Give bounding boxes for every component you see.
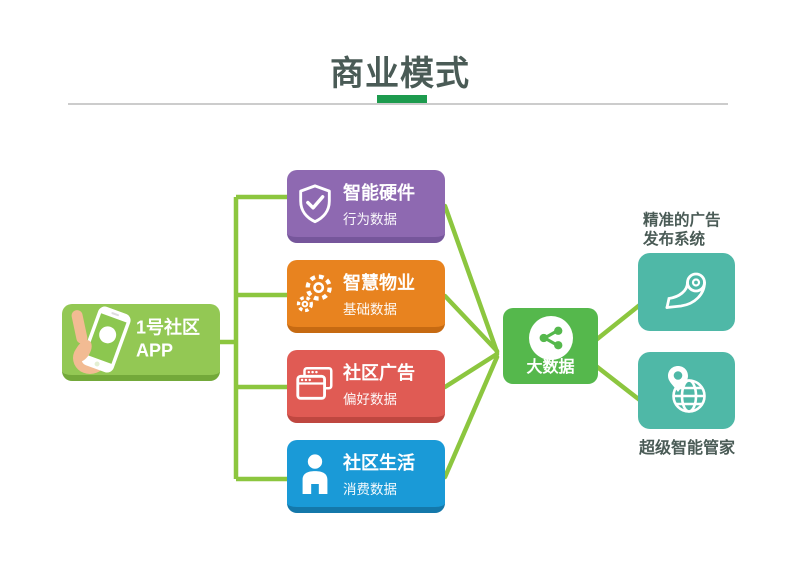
app-source-label-line1: 1号社区 xyxy=(136,317,201,338)
output-box-ad-system xyxy=(638,253,735,331)
data-box-title: 社区生活 xyxy=(343,453,415,473)
hand-holding-phone-icon xyxy=(71,306,131,374)
big-data-box: 大数据 xyxy=(503,308,598,384)
app-source-box: 1号社区 APP xyxy=(62,304,220,381)
paper-roll-icon xyxy=(665,272,706,309)
output-line-bottom xyxy=(593,363,644,404)
output-label-smart-butler: 超级智能管家 xyxy=(638,440,735,457)
output-label-ad-system-line1: 精准的广告 xyxy=(643,212,721,229)
title-accent-bar xyxy=(377,95,427,103)
data-box-subtitle: 偏好数据 xyxy=(343,392,397,407)
output-line-top xyxy=(593,301,644,343)
data-box-community-life: 社区生活 消费数据 xyxy=(287,440,445,513)
shield-check-icon xyxy=(287,183,343,225)
share-icon xyxy=(529,316,573,360)
app-source-label-line2: APP xyxy=(136,340,174,361)
data-box-subtitle: 基础数据 xyxy=(343,302,397,317)
bracket-lines xyxy=(220,194,287,482)
output-label-ad-system-line2: 发布系统 xyxy=(643,230,706,248)
converge-line-hardware xyxy=(442,203,500,355)
data-box-subtitle: 行为数据 xyxy=(343,212,397,227)
converge-line-life xyxy=(442,354,500,480)
page-title: 商业模式 xyxy=(330,55,470,93)
big-data-label: 大数据 xyxy=(526,359,575,376)
browser-windows-icon xyxy=(287,363,343,405)
data-box-smart-property: 智慧物业 基础数据 xyxy=(287,260,445,333)
person-icon xyxy=(287,452,343,496)
gears-icon xyxy=(287,272,343,316)
data-box-title: 智慧物业 xyxy=(343,273,415,293)
data-box-subtitle: 消费数据 xyxy=(343,482,397,497)
globe-pin-icon xyxy=(667,365,706,413)
output-box-smart-butler xyxy=(638,352,735,429)
data-box-community-ads: 社区广告 偏好数据 xyxy=(287,350,445,423)
converge-line-ads xyxy=(442,351,500,390)
data-box-title: 社区广告 xyxy=(343,363,415,383)
output-label-ad-system: 精准的广告 发布系统 xyxy=(643,212,721,249)
title-divider-line xyxy=(68,103,728,105)
app-source-label: 1号社区 APP xyxy=(136,316,200,363)
data-box-smart-hardware: 智能硬件 行为数据 xyxy=(287,170,445,243)
data-box-title: 智能硬件 xyxy=(343,183,415,203)
converge-line-property xyxy=(442,293,500,354)
